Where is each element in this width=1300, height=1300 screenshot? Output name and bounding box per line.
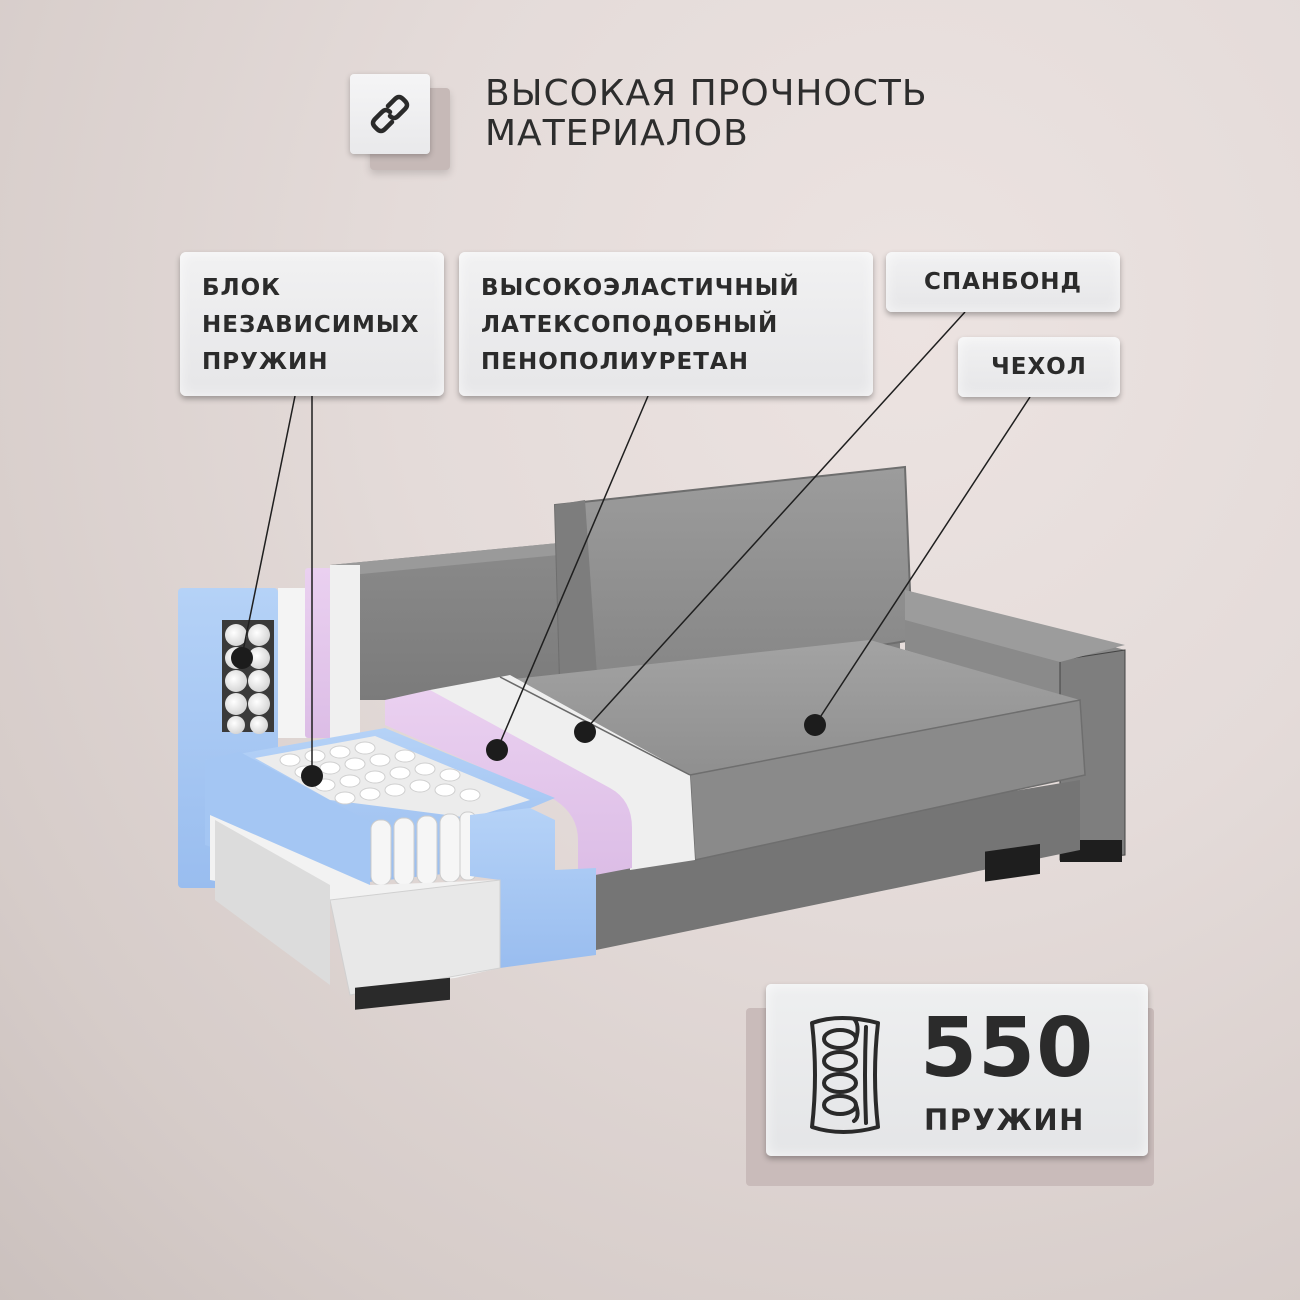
link-chain-icon xyxy=(370,94,410,134)
callout-line: ЛАТЕКСОПОДОБНЫЙ xyxy=(481,312,779,338)
sofa-leg xyxy=(355,977,450,1010)
callout-line: НЕЗАВИСИМЫХ xyxy=(202,312,420,338)
callout-spunbond: СПАНБОНД xyxy=(886,252,1120,312)
spring-count-unit: ПРУЖИН xyxy=(924,1103,1085,1137)
leader-dots xyxy=(231,647,826,787)
title-line-1: ВЫСОКАЯ ПРОЧНОСТЬ xyxy=(485,73,928,114)
callout-line: ПЕНОПОЛИУРЕТАН xyxy=(481,349,749,375)
callout-line: ЧЕХОЛ xyxy=(991,354,1087,380)
sofa-base xyxy=(596,780,1080,950)
back-pillow xyxy=(553,465,914,694)
leader-lines xyxy=(241,311,1031,776)
callout-line: ВЫСОКОЭЛАСТИЧНЫЙ xyxy=(481,275,800,301)
callout-line: БЛОК xyxy=(202,275,281,301)
spring-count-value: 550 xyxy=(920,1001,1095,1096)
sofa-frame-drawer xyxy=(210,815,501,1010)
sofa-leg xyxy=(985,843,1040,882)
title-line-2: МАТЕРИАЛОВ xyxy=(485,113,749,154)
callout-line: СПАНБОНД xyxy=(924,269,1082,295)
spring-coil-icon xyxy=(810,1016,880,1134)
callout-cover: ЧЕХОЛ xyxy=(958,337,1120,397)
callout-spring-block: БЛОК НЕЗАВИСИМЫХ ПРУЖИН xyxy=(180,252,444,396)
header-icon-tile xyxy=(350,74,430,154)
callout-latex-foam: ВЫСОКОЭЛАСТИЧНЫЙ ЛАТЕКСОПОДОБНЫЙ ПЕНОПОЛ… xyxy=(459,252,873,396)
page-title: ВЫСОКАЯ ПРОЧНОСТЬ МАТЕРИАЛОВ xyxy=(485,74,928,154)
callout-line: ПРУЖИН xyxy=(202,349,329,375)
latex-foam-seat-layer xyxy=(385,690,632,876)
